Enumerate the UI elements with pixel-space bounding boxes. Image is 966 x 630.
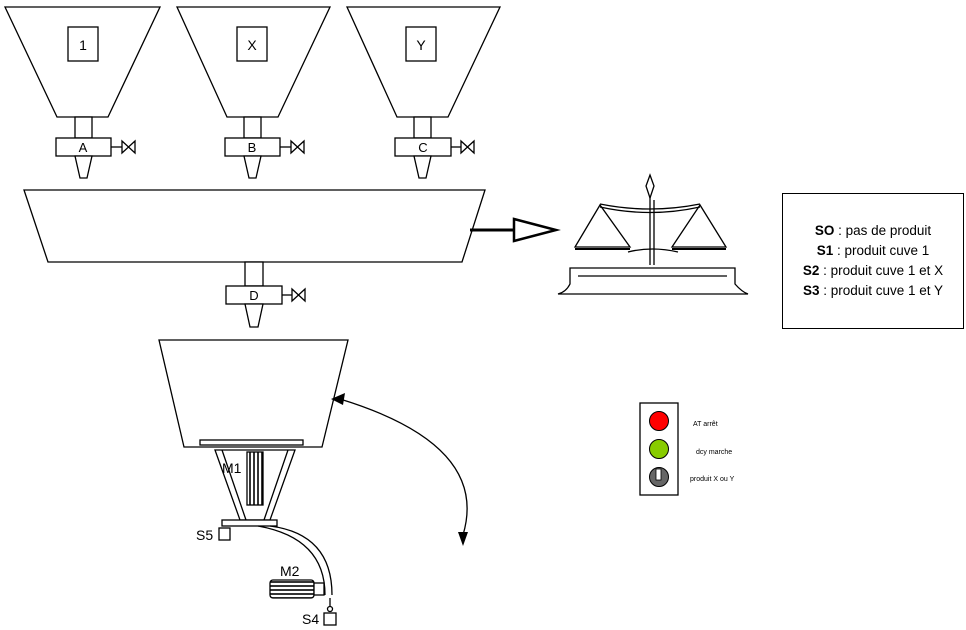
sensor-s4-label: S4 (302, 611, 319, 627)
sensor-s5-label: S5 (196, 527, 213, 543)
balance-scale-icon (557, 173, 749, 295)
motor-m2-icon (269, 579, 315, 599)
tank-label-box-1 (67, 26, 99, 62)
hopper-y (345, 6, 502, 179)
legend-text: : pas de produit (834, 223, 932, 238)
motor-m1-icon (246, 451, 264, 506)
valve-c-label: C (418, 140, 427, 155)
legend-text: : produit cuve 1 et X (819, 263, 944, 278)
tank-label-y: Y (416, 37, 426, 53)
valve-d-actuator-icon (282, 287, 306, 303)
tank-label-1: 1 (79, 37, 87, 53)
main-valve-assembly (225, 261, 306, 328)
weighing-hopper (23, 189, 486, 263)
valve-c-actuator-icon (451, 139, 475, 155)
valve-a-label: A (79, 140, 88, 155)
hopper-x (175, 6, 332, 179)
control-panel: AT arrêt dcy marche produit X ou Y (639, 402, 735, 496)
legend-text: : produit cuve 1 (833, 243, 930, 258)
legend-code: S2 (802, 263, 820, 278)
tank-label-box-x (236, 26, 268, 62)
start-label: dcy marche (696, 449, 732, 456)
mixer-blade (199, 439, 304, 446)
legend-text: : produit cuve 1 et Y (819, 283, 944, 298)
valve-b-actuator-icon (280, 139, 305, 155)
legend-row-s2: S2 : produit cuve 1 et X (803, 261, 943, 281)
valve-a-actuator-icon (111, 139, 136, 155)
stop-label: AT arrêt (693, 421, 718, 428)
stop-button[interactable] (649, 411, 669, 431)
legend-code: SO (814, 223, 835, 238)
rotation-arrow (331, 393, 468, 546)
product-selector-switch[interactable] (649, 467, 669, 487)
legend-row-s1: S1 : produit cuve 1 (817, 241, 930, 261)
tank-label-x: X (247, 37, 257, 53)
sensor-s5-icon (218, 527, 231, 541)
motor-m2-label: M2 (280, 563, 300, 579)
start-button[interactable] (649, 439, 669, 459)
valve-b-label: B (248, 140, 257, 155)
valve-d-label: D (249, 288, 258, 303)
hopper-1 (3, 6, 162, 179)
selector-label: produit X ou Y (690, 476, 735, 483)
arrow-to-scale (470, 217, 561, 243)
tank-label-box-y (405, 26, 437, 62)
legend-row-s3: S3 : produit cuve 1 et Y (803, 281, 943, 301)
sensor-s4-icon (323, 612, 337, 626)
motor-m1-label: M1 (222, 460, 242, 476)
legend-code: S3 (802, 283, 820, 298)
legend-box: SO : pas de produit S1 : produit cuve 1 … (782, 193, 964, 329)
mixer-hopper (158, 339, 349, 541)
legend-code: S1 (816, 243, 834, 258)
legend-row-s0: SO : pas de produit (815, 221, 931, 241)
